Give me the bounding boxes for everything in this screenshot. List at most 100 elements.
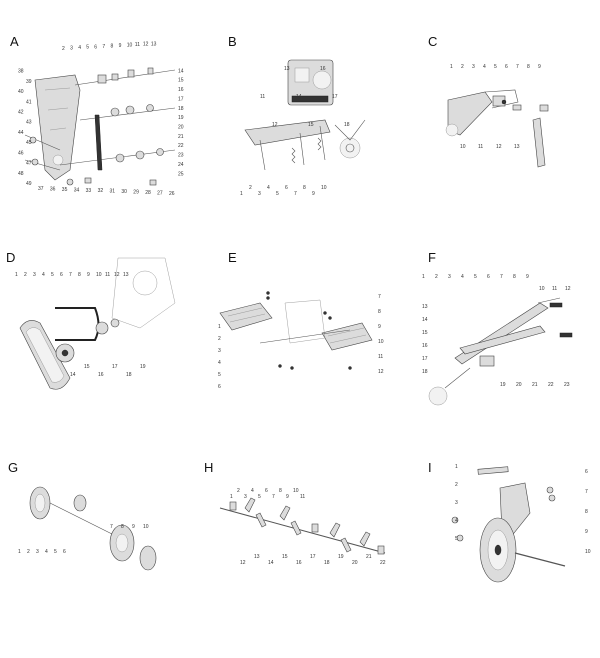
tine-hubs — [229, 501, 385, 555]
callout-label: 46 — [18, 150, 24, 156]
callout-label: 16 — [422, 343, 428, 349]
callout-label: 31 — [110, 189, 116, 195]
belt-guard — [19, 320, 71, 390]
callout-label: 16 — [98, 372, 104, 378]
exploded-diagram-grid: A — [6, 30, 600, 583]
callout-label: 2 — [62, 46, 65, 52]
tine-wheel — [334, 119, 366, 159]
callout-label: 6 — [63, 549, 66, 555]
callout-label: 15 — [282, 554, 288, 560]
gearbox-shafts — [24, 69, 176, 171]
callout-label: 5 — [276, 191, 279, 197]
callout-label: 34 — [74, 187, 80, 193]
callout-label: 2 — [24, 272, 27, 278]
callout-label: 8 — [78, 272, 81, 278]
callout-label: 24 — [178, 162, 184, 168]
callout-label: 10 — [321, 185, 327, 191]
callout-label: 2 — [237, 488, 240, 494]
callout-label: 19 — [500, 382, 506, 388]
callout-label: 9 — [312, 191, 315, 197]
tine-blades-left — [244, 497, 302, 536]
callout-label: 18 — [344, 122, 350, 128]
callout-label: 2 — [435, 274, 438, 280]
callout-label: 9 — [132, 524, 135, 530]
callout-label: 21 — [366, 554, 372, 560]
callout-label: 8 — [279, 488, 282, 494]
callout-label: 10 — [293, 488, 299, 494]
callout-label: 41 — [26, 99, 32, 105]
callout-label: 6 — [60, 272, 63, 278]
callout-label: 10 — [96, 272, 102, 278]
panel-e-letter: E — [228, 250, 237, 265]
callout-label: 4 — [483, 64, 486, 70]
callout-label: 3 — [36, 549, 39, 555]
mount-plate — [244, 119, 331, 171]
callout-label: 6 — [487, 274, 490, 280]
callout-label: 12 — [565, 286, 571, 292]
callout-label: 9 — [526, 274, 529, 280]
callout-label: 14 — [178, 68, 184, 74]
callout-label: 2 — [461, 64, 464, 70]
callout-label: 8 — [378, 309, 381, 315]
callout-label: 19 — [140, 364, 146, 370]
callout-label: 26 — [169, 191, 175, 197]
callout-label: 2 — [249, 185, 252, 191]
callout-label: 8 — [303, 185, 306, 191]
callout-label: 22 — [178, 143, 184, 149]
callout-label: 4 — [45, 549, 48, 555]
callout-label: 3 — [455, 500, 458, 506]
callout-label: 35 — [62, 187, 68, 193]
callout-label: 9 — [585, 529, 588, 535]
callout-label: 45 — [26, 140, 32, 146]
callout-label: 19 — [178, 115, 184, 121]
callout-label: 8 — [121, 524, 124, 530]
callout-label: 10 — [585, 549, 591, 555]
callout-label: 5 — [455, 536, 458, 542]
callout-label: 11 — [378, 354, 383, 360]
callout-label: 9 — [87, 272, 90, 278]
callout-label: 3 — [70, 46, 73, 52]
callout-label: 43 — [26, 120, 32, 126]
lever-frame — [445, 89, 519, 137]
callout-label: 11 — [552, 286, 557, 292]
callout-label: 29 — [133, 190, 139, 196]
panel-c-letter: C — [428, 34, 438, 49]
handle-grips — [549, 302, 573, 338]
callout-label: 1 — [18, 549, 21, 555]
callout-label: 10 — [460, 144, 466, 150]
callout-label: 23 — [178, 153, 184, 159]
engine-block — [287, 59, 334, 106]
left-wheel — [29, 486, 51, 520]
callout-label: 7 — [500, 274, 503, 280]
callout-label: 19 — [338, 554, 344, 560]
wheel-hardware — [451, 486, 566, 567]
callout-label: 48 — [18, 171, 24, 177]
callout-label: 14 — [296, 94, 302, 100]
callout-label: 10 — [378, 339, 384, 345]
pulleys — [55, 318, 120, 363]
callout-label: 7 — [294, 191, 297, 197]
callout-label: 2 — [455, 482, 458, 488]
callout-label: 5 — [258, 494, 261, 500]
callout-label: 1 — [15, 272, 18, 278]
panel-f-letter: F — [428, 250, 436, 265]
callout-label: 47 — [26, 161, 32, 167]
callout-label: 10 — [127, 43, 133, 49]
callout-label: 8 — [513, 274, 516, 280]
callout-label: 21 — [532, 382, 538, 388]
drive-belt — [55, 307, 100, 341]
tine-shaft — [219, 507, 386, 554]
mount-springs — [291, 137, 322, 164]
callout-label: 1 — [450, 64, 453, 70]
callout-label: 3 — [472, 64, 475, 70]
callout-label: 7 — [378, 294, 381, 300]
